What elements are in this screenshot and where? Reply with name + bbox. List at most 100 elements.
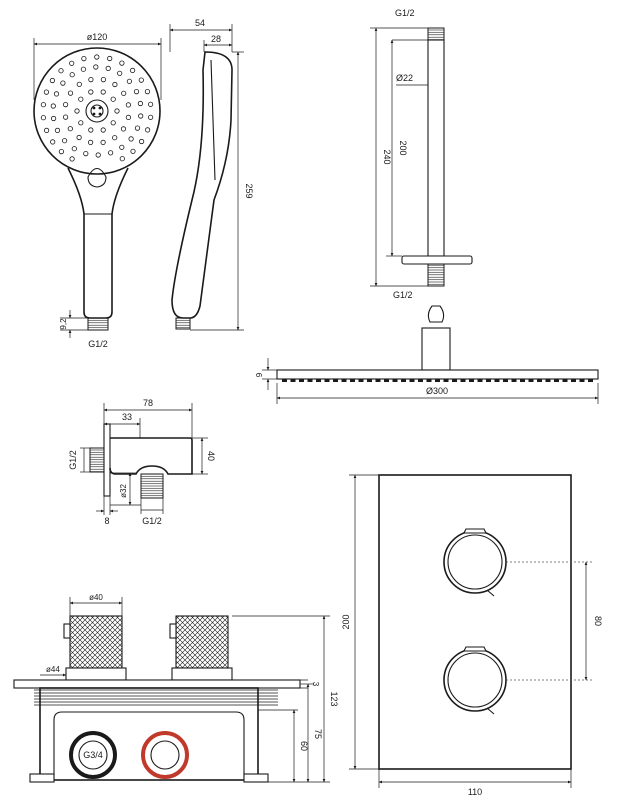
head-nozzle — [350, 379, 355, 382]
head-nozzle — [562, 379, 568, 382]
nozzle-dot — [58, 149, 65, 155]
head-nozzle — [537, 379, 542, 382]
head-nozzle — [375, 379, 381, 382]
nozzle-dot — [125, 102, 131, 108]
dim-outlet-length: 78 — [143, 398, 153, 408]
mixer-body: G3/4 ø40 ø44 3 123 75 60 — [13, 593, 339, 783]
head-nozzle — [469, 379, 474, 382]
head-nozzle — [384, 379, 389, 382]
head-nozzle — [333, 379, 338, 382]
shower-arm: G1/2 Ø22 200 240 G1/2 — [370, 8, 473, 371]
head-nozzle — [486, 379, 491, 382]
head-nozzle-row — [282, 379, 593, 382]
hand-shower-front: ø120 9,2 G1/2 — [33, 32, 162, 349]
nozzle-dot — [40, 115, 47, 121]
nozzle-dot — [76, 134, 82, 141]
head-nozzle — [452, 379, 457, 382]
label-mixer-port: G3/4 — [83, 750, 103, 760]
nozzle-dot — [130, 148, 136, 154]
head-nozzle — [545, 379, 551, 382]
label-arm-bottom-thread: G1/2 — [393, 290, 413, 300]
hand-shower-side: 54 28 259 — [169, 18, 254, 331]
nozzle-dot — [50, 115, 57, 122]
head-nozzle — [435, 379, 440, 382]
nozzle-dot — [50, 103, 56, 109]
nozzle-dot — [88, 89, 94, 95]
nozzle-dot — [88, 139, 94, 145]
head-nozzle — [392, 379, 398, 382]
nozzle-dot — [58, 68, 64, 74]
nozzle-dot — [69, 60, 75, 66]
nozzle-dot — [69, 156, 75, 162]
head-nozzle — [511, 379, 517, 382]
nozzle-dot — [54, 127, 61, 133]
head-nozzle — [290, 379, 296, 382]
nozzle-dot — [53, 91, 60, 97]
nozzle-dot — [108, 150, 114, 156]
nozzle-dot — [95, 152, 101, 158]
head-nozzle — [528, 379, 534, 382]
head-nozzle — [520, 379, 525, 382]
nozzle-dot — [107, 55, 113, 62]
nozzle-dot — [62, 102, 69, 108]
nozzle-dot — [119, 156, 125, 162]
nozzle-dot — [119, 144, 125, 150]
nozzle-dot — [49, 77, 56, 84]
nozzle-dot — [62, 114, 69, 120]
wall-outlet: 78 33 G1/2 40 ø32 8 G1/2 — [68, 398, 216, 526]
head-nozzle — [324, 379, 330, 382]
nozzle-dot — [119, 60, 125, 66]
nozzle-dot — [138, 77, 144, 83]
nozzle-dot — [133, 89, 140, 95]
dim-outlet-offset: 33 — [122, 412, 132, 422]
hot-port-ring — [141, 731, 189, 779]
label-outlet-thread-bottom: G1/2 — [142, 516, 162, 526]
nozzle-dot — [61, 138, 68, 144]
dim-hand-shower-depth: 54 — [195, 18, 205, 28]
nozzle-dot — [130, 67, 136, 74]
head-nozzle — [316, 379, 321, 382]
nozzle-dot — [134, 125, 141, 131]
dim-outlet-flange-diameter: ø32 — [119, 484, 128, 498]
head-nozzle — [409, 379, 415, 382]
nozzle-pattern — [40, 54, 154, 162]
nozzle-dot — [100, 139, 106, 145]
nozzle-dot — [93, 64, 99, 70]
nozzle-dot — [80, 66, 87, 72]
label-arm-pipe-diameter: Ø22 — [396, 73, 413, 83]
dim-outlet-flange-thickness: 8 — [104, 516, 109, 526]
head-shower: 9 Ø300 — [255, 358, 599, 404]
head-nozzle — [401, 379, 406, 382]
nozzle-dot — [112, 135, 118, 141]
nozzle-dot — [138, 113, 144, 119]
dim-hand-shower-diameter: ø120 — [87, 32, 108, 42]
nozzle-dot — [88, 77, 94, 83]
nozzle-dot — [120, 126, 127, 132]
nozzle-dot — [126, 78, 132, 84]
head-nozzle — [494, 379, 500, 382]
dim-arm-length-total: 240 — [382, 149, 392, 164]
dim-head-thickness: 9 — [255, 372, 264, 377]
head-nozzle — [282, 379, 287, 382]
nozzle-dot — [117, 70, 123, 76]
label-arm-top-thread: G1/2 — [395, 8, 415, 18]
nozzle-dot — [94, 54, 100, 60]
nozzle-dot — [105, 65, 111, 72]
nozzle-dot — [100, 127, 106, 133]
nozzle-dot — [71, 146, 77, 152]
head-nozzle — [460, 379, 466, 382]
nozzle-dot — [78, 96, 84, 102]
dim-hand-shower-length: 259 — [244, 183, 254, 198]
dim-knob-diameter: ø40 — [89, 593, 103, 602]
nozzle-dot — [125, 114, 131, 121]
dim-cover-height: 200 — [341, 614, 351, 629]
head-nozzle — [358, 379, 364, 382]
nozzle-dot — [50, 139, 56, 145]
nozzle-dot — [81, 55, 87, 62]
nozzle-dot — [83, 151, 89, 157]
nozzle-dot — [69, 72, 75, 78]
dim-bezel-diameter: ø44 — [46, 665, 60, 674]
nozzle-dot — [145, 127, 151, 133]
label-outlet-thread-left: G1/2 — [68, 450, 78, 470]
dim-knob-spacing: 80 — [593, 616, 603, 626]
